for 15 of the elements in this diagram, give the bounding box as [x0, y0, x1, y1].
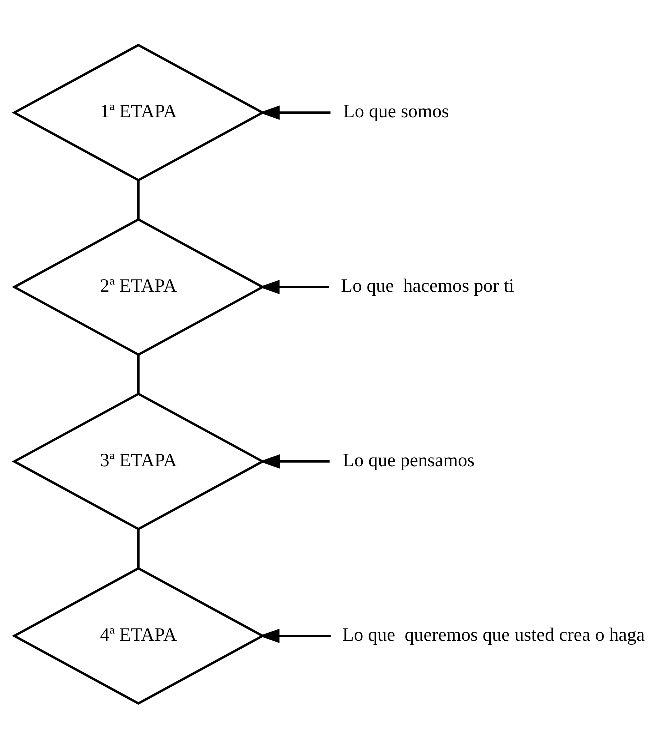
node-diamond: 4ª ETAPA: [12, 567, 266, 706]
node-diamond: 2ª ETAPA: [12, 218, 266, 356]
node-text: Lo que hacemos por ti: [341, 276, 514, 298]
node-diamond: 3ª ETAPA: [12, 392, 266, 531]
arrow: [260, 454, 330, 469]
arrow: [259, 280, 330, 294]
node-text: Lo que somos: [344, 102, 450, 123]
node-diamond: 1ª ETAPA: [12, 44, 266, 182]
node-text: Lo que pensamos: [343, 450, 475, 472]
arrow: [259, 628, 331, 644]
connector: [138, 355, 140, 394]
arrow: [259, 106, 331, 120]
node-text: Lo que queremos que usted crea o haga: [342, 625, 646, 646]
connector: [138, 180, 140, 220]
connector: [138, 530, 140, 569]
